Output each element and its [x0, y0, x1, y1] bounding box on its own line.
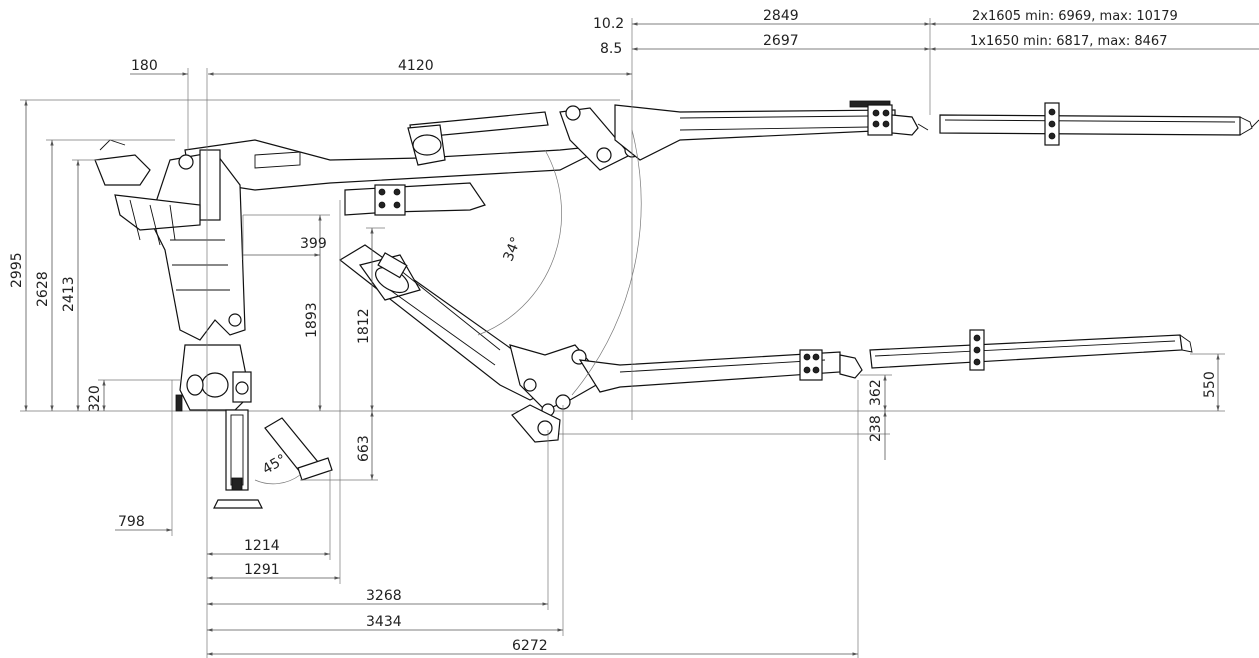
label-10-2: 10.2 [593, 16, 624, 32]
label-2628: 2628 [35, 271, 51, 307]
label-34-deg: 34° [501, 235, 525, 264]
label-3434: 3434 [366, 614, 402, 630]
label-8-5: 8.5 [600, 41, 622, 57]
label-2413: 2413 [61, 276, 77, 312]
label-2995: 2995 [9, 252, 25, 288]
dimension-labels: 10.2 8.5 2849 2697 2x1605 min: 6969, max… [9, 8, 1218, 654]
label-3268: 3268 [366, 588, 402, 604]
crane-lower-boom [338, 244, 1193, 443]
label-399: 399 [300, 236, 327, 252]
label-4120: 4120 [398, 58, 434, 74]
label-362: 362 [868, 379, 884, 406]
ground-line [20, 410, 1225, 435]
label-2849: 2849 [763, 8, 799, 24]
label-1893: 1893 [304, 302, 320, 338]
label-2697: 2697 [763, 33, 799, 49]
dimension-lines [20, 18, 1259, 658]
label-1x1650: 1x1650 min: 6817, max: 8467 [970, 34, 1167, 49]
label-1214: 1214 [244, 538, 280, 554]
boom-angle-arc [477, 149, 562, 336]
label-798: 798 [118, 514, 145, 530]
label-238: 238 [868, 415, 884, 442]
label-550: 550 [1202, 371, 1218, 398]
label-1812: 1812 [356, 308, 372, 344]
label-180: 180 [131, 58, 158, 74]
swing-arc [571, 129, 642, 396]
crane-upper-boom [184, 100, 1259, 191]
label-320: 320 [87, 385, 103, 412]
stabilizer-leg [213, 409, 333, 509]
label-663: 663 [356, 435, 372, 462]
upper-hydraulic-block [344, 182, 486, 216]
label-6272: 6272 [512, 638, 548, 654]
label-1291: 1291 [244, 562, 280, 578]
crane-pillar [94, 139, 252, 412]
label-45-deg: 45° [260, 452, 290, 478]
label-2x1605: 2x1605 min: 6969, max: 10179 [972, 9, 1178, 24]
